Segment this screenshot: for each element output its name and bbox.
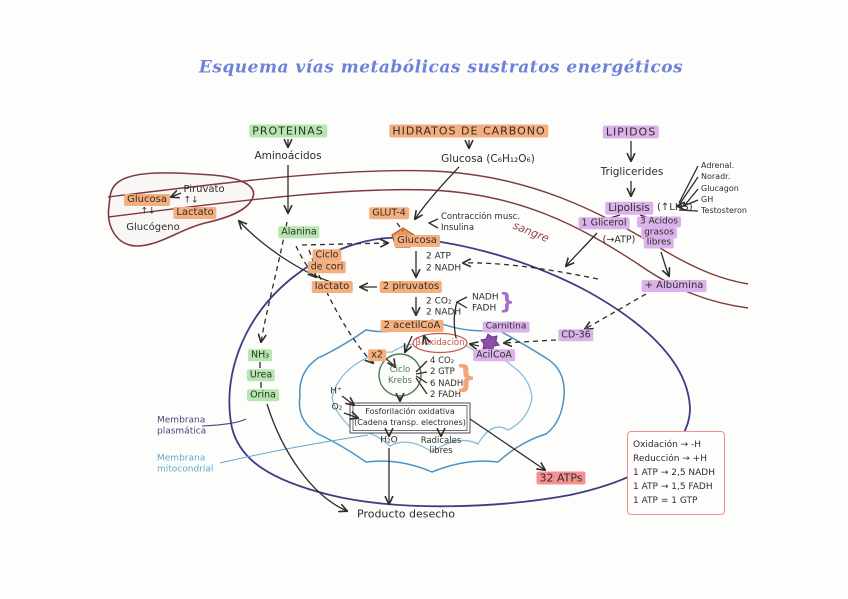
liver-updown-arrows-1: ↑↓ (183, 195, 199, 206)
piruvatos-label: 2 piruvatos (379, 281, 443, 293)
krebs-gtp-label: 2 GTP (430, 366, 455, 377)
producto-desecho-label: Producto desecho (357, 507, 455, 521)
krebs-nadh-label: 6 NADH (430, 378, 464, 389)
page-title: Esquema vías metabólicas sustratos energ… (198, 57, 684, 78)
liver-piruvato-label: Piruvato (183, 184, 225, 195)
membrana-mitocondrial-line2: mitocondrial (157, 464, 214, 475)
ciclo-cori-line1: Ciclo (312, 249, 342, 261)
h-plus-label: H⁺ (330, 386, 342, 397)
solid-arrows (171, 139, 699, 511)
glut4-label: GLUT-4 (369, 207, 409, 219)
membrana-plasmatica-line1: Membrana (157, 415, 206, 426)
cell-lactato-label: lactato (311, 281, 353, 293)
pdh-co2-label: 2 CO₂ (426, 296, 452, 307)
plasma-membrane-leader (201, 418, 247, 427)
glycolysis-nadh-label: 2 NADH (426, 263, 462, 274)
legend-atp-nadh: 1 ATP → 2,5 NADH (633, 468, 715, 478)
acidos-grasos-line2: grasos (641, 227, 677, 239)
albumina-label: + Albúmina (641, 280, 707, 292)
membrana-plasmatica-line2: plasmática (157, 426, 207, 437)
contraccion-label: Contracción musc. (441, 211, 521, 222)
atps-total-label: 32 ATPs (536, 471, 586, 485)
pdh-nadh-label: 2 NADH (426, 307, 462, 318)
x2-label: x2 (368, 349, 386, 361)
legend-atp-gtp: 1 ATP = 1 GTP (633, 496, 698, 506)
legend-box: Oxidación → -H Reducción → +H 1 ATP → 2,… (627, 431, 725, 515)
alanina-label: Alanina (278, 226, 320, 238)
glicerol-atp-label: (→ATP) (602, 234, 636, 246)
mito-membrane-leader (219, 434, 369, 464)
beta-nadh-label: NADH (472, 292, 499, 303)
liver-glucosa-label: Glucosa (124, 194, 170, 206)
krebs-co2-label: 4 CO₂ (430, 355, 455, 366)
aminoacidos-label: Aminoácidos (254, 149, 322, 162)
carnitina-label: Carnitina (482, 321, 530, 333)
oxphos-line2: (Cadena transp. electrones) (354, 418, 466, 427)
krebs-fadh-label: 2 FADH (430, 389, 461, 400)
krebs-line1: Ciclo (389, 364, 411, 375)
acidos-grasos-line1: 3 Acidos (637, 216, 681, 228)
krebs-outputs-brace: } (455, 360, 477, 395)
hormone-testosterona: Testosteron (701, 206, 747, 215)
radicales-line2: libres (429, 445, 453, 456)
krebs-line2: Krebs (388, 375, 412, 386)
hormone-noradrenalina: Noradr. (701, 172, 731, 181)
liver-lactato-label: Lactato (173, 207, 217, 219)
orina-label: Orina (247, 389, 279, 401)
acidos-grasos-line3: libres (643, 237, 675, 249)
lipolisis-label: Lipolisis (605, 201, 653, 215)
dashed-arrows (261, 221, 647, 363)
trigliceridos-label: Triglicerides (600, 165, 664, 178)
membrana-mitocondrial-line1: Membrana (157, 453, 206, 464)
legend-oxidacion: Oxidación → -H (633, 440, 702, 450)
beta-oxidacion-label: β-oxidación (415, 337, 465, 348)
nh3-label: NH₃ (247, 349, 273, 361)
hidratos-carbono-label: HIDRATOS DE CARBONO (389, 124, 549, 138)
ciclo-cori-line2: de cori (307, 261, 347, 273)
urea-label: Urea (246, 369, 276, 381)
liver-outline (107, 172, 255, 247)
cell-glucosa-label: Glucosa (394, 235, 440, 247)
glucosa-formula-label: Glucosa (C₆H₁₂O₆) (441, 152, 535, 165)
glicerol-label: 1 Glicerol (578, 217, 630, 229)
liver-glucogeno-label: Glucógeno (126, 222, 180, 233)
acetilcoa-label: 2 acetilCoA (380, 320, 444, 332)
nadh-fadh-brace: } (499, 290, 515, 315)
cd36-label: CD-36 (558, 329, 594, 341)
insulina-label: Insulina (441, 222, 475, 233)
beta-fadh-label: FADH (472, 303, 497, 314)
acilcoa-label: AcilCoA (473, 349, 515, 361)
proteinas-label: PROTEINAS (249, 124, 327, 138)
cell-membrane (228, 236, 691, 508)
radicales-line1: Radicales (420, 435, 462, 446)
hormone-glucagon: Glucagon (701, 184, 739, 193)
legend-reduccion: Reducción → +H (633, 454, 707, 464)
o2-label: O₂ (331, 402, 343, 413)
liver-updown-arrows-2: ↑↓ (140, 206, 156, 217)
oxphos-line1: Fosforilación oxidativa (365, 407, 455, 416)
hormone-gh: GH (701, 195, 714, 204)
hormone-adrenalina: Adrenal. (701, 161, 735, 170)
h2o-label: H₂O (380, 435, 398, 446)
legend-atp-fadh: 1 ATP → 1,5 FADH (633, 482, 713, 492)
lhs-label: (↑LHS) (657, 202, 693, 213)
lipidos-label: LIPIDOS (602, 125, 660, 139)
glycolysis-atp-label: 2 ATP (426, 251, 451, 262)
blood-vessel-upper-wall (107, 169, 749, 285)
